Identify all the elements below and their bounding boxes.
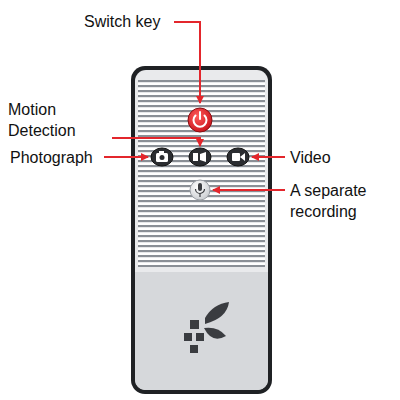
button-label: A separate recording	[290, 180, 396, 222]
button-label: Motion Detection	[8, 99, 108, 141]
button-label: Photograph	[10, 147, 102, 168]
button-label: Switch key	[84, 11, 174, 32]
button-label: Video	[290, 147, 390, 168]
